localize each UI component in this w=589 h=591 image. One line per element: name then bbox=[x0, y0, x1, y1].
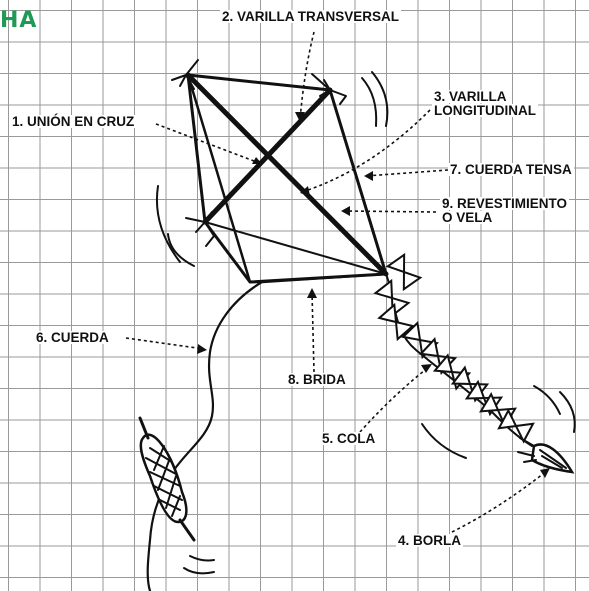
motion-mark bbox=[422, 424, 466, 458]
motion-mark bbox=[560, 392, 575, 432]
motion-mark bbox=[190, 556, 214, 561]
label-cuerda-tensa: 7. CUERDA TENSA bbox=[448, 163, 574, 176]
tail-ribbon bbox=[388, 255, 420, 289]
arrowhead bbox=[364, 171, 373, 181]
label-union-cruz: 1. UNIÓN EN CRUZ bbox=[10, 115, 136, 128]
arrowhead bbox=[421, 364, 432, 373]
longitudinal-spar-inner bbox=[196, 82, 380, 268]
leader-cuerda-tensa bbox=[366, 170, 448, 176]
spool-handle-top bbox=[140, 418, 148, 438]
bridle bbox=[250, 274, 386, 282]
label-varilla-longitudinal-1: 3. VARILLA bbox=[432, 90, 509, 103]
arrowhead bbox=[540, 468, 550, 478]
motion-mark bbox=[362, 78, 376, 126]
label-revestimiento-1: 9. REVESTIMIENTO bbox=[440, 197, 569, 210]
leader-revestimiento bbox=[344, 211, 436, 212]
arrowhead bbox=[307, 288, 317, 298]
label-revestimiento-2: O VELA bbox=[440, 211, 494, 224]
label-varilla-transversal: 2. VARILLA TRANSVERSAL bbox=[220, 10, 401, 23]
motion-mark bbox=[157, 186, 180, 262]
leader-borla bbox=[452, 470, 548, 532]
leader-cuerda bbox=[126, 338, 204, 349]
arrowhead bbox=[197, 344, 207, 354]
label-varilla-longitudinal-2: LONGITUDINAL bbox=[432, 104, 538, 117]
label-cuerda: 6. CUERDA bbox=[34, 331, 111, 344]
label-brida: 8. BRIDA bbox=[286, 373, 348, 386]
motion-mark bbox=[534, 386, 560, 414]
leader-brida bbox=[312, 292, 314, 372]
kite-frame bbox=[188, 75, 386, 282]
leader-cola bbox=[360, 366, 430, 432]
kite-string bbox=[148, 282, 262, 591]
spool-handle-bottom bbox=[180, 520, 194, 540]
arrowhead bbox=[341, 206, 350, 216]
label-cola: 5. COLA bbox=[320, 432, 377, 445]
label-borla: 4. BORLA bbox=[396, 534, 463, 547]
string-spool bbox=[140, 418, 194, 540]
motion-mark bbox=[184, 568, 214, 573]
kite-tail bbox=[376, 255, 534, 446]
leader-varilla-longitudinal bbox=[302, 110, 430, 192]
